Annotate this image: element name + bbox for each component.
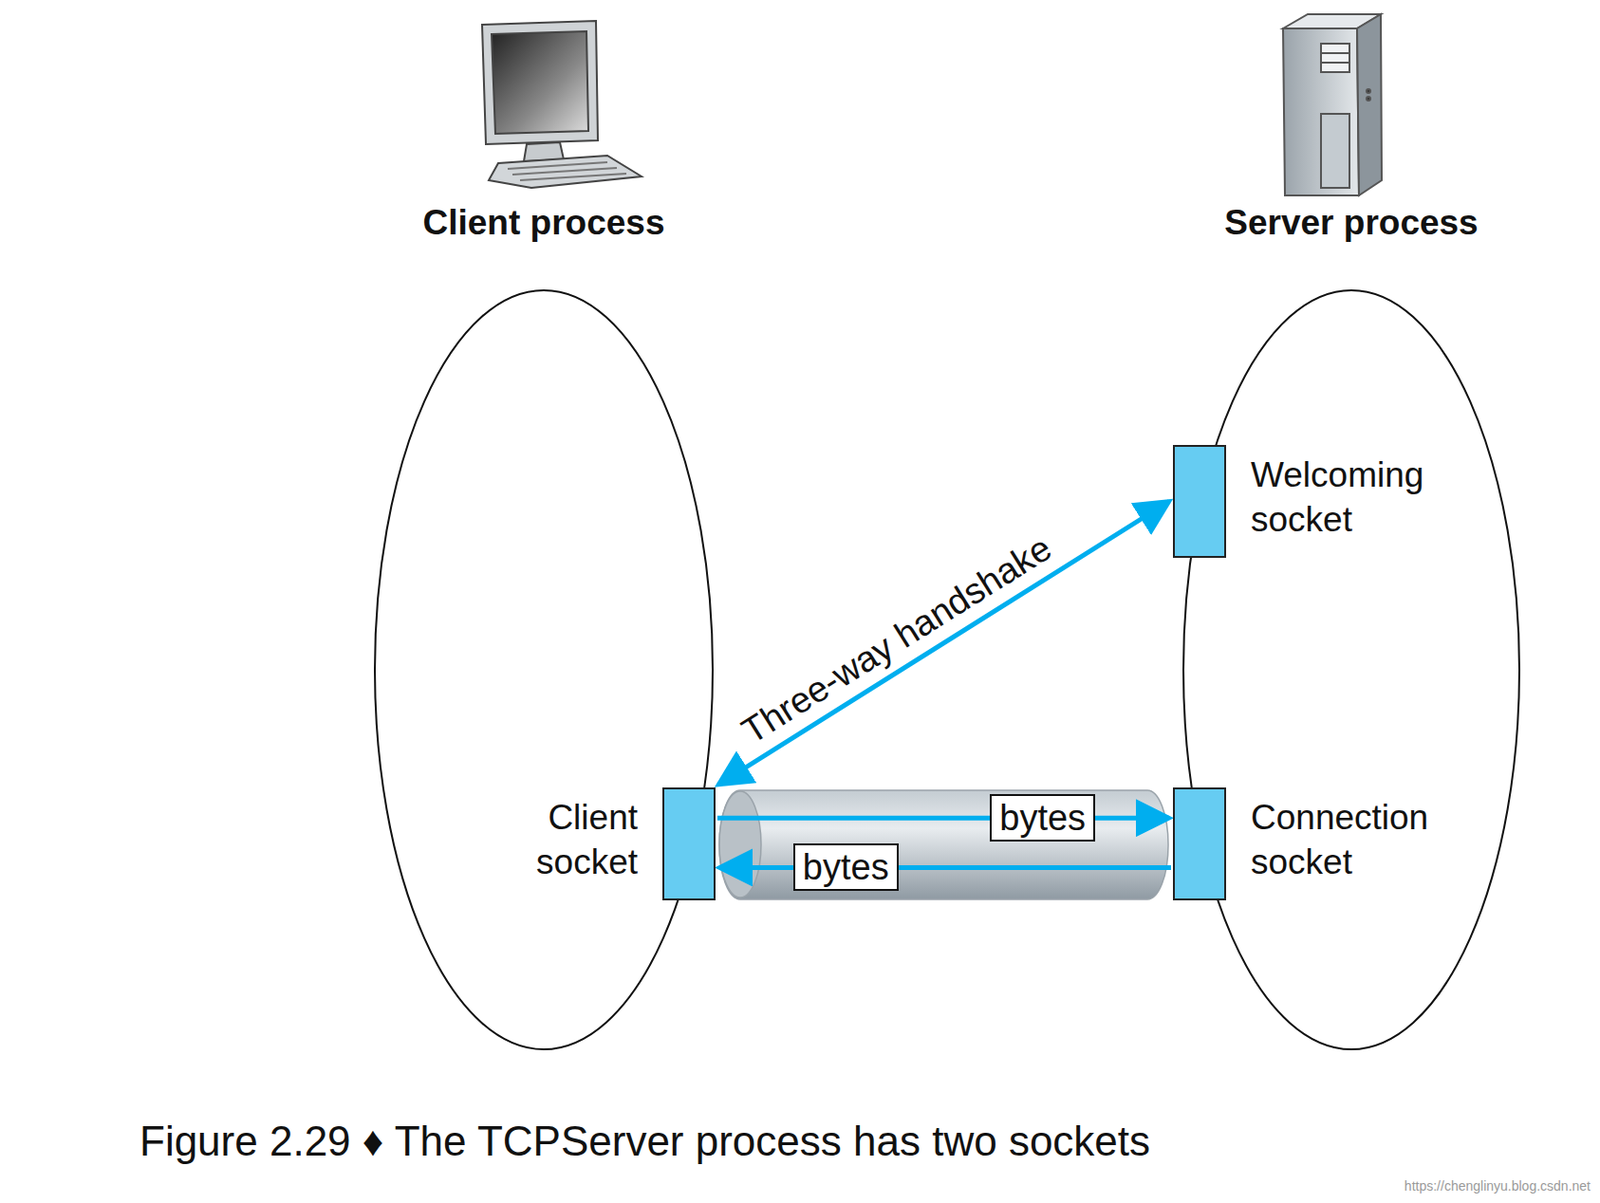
ellipse-outline [372, 288, 715, 1052]
process-ellipse: Client processClient socket [374, 290, 713, 1050]
socket-box: Connection socket [1172, 787, 1227, 901]
connector-arrow [718, 502, 1170, 786]
socket-label: Connection socket [1250, 795, 1479, 885]
watermark: https://chenglinyu.blog.csdn.net [1404, 1178, 1591, 1194]
socket-box: Welcoming socket [1172, 445, 1227, 559]
figure-caption: Figure 2.29 ♦ The TCPServer process has … [139, 1117, 1151, 1166]
socket-box: Client socket [662, 787, 716, 901]
process-heading: Client process [279, 203, 808, 243]
socket-label: Client socket [476, 795, 638, 885]
connection-pipe [719, 790, 1169, 900]
process-ellipse: Server processWelcoming socketConnection… [1183, 290, 1520, 1050]
bytes-label: bytes [989, 794, 1096, 842]
connector-arrow [719, 865, 1172, 871]
process-heading: Server process [1088, 203, 1600, 243]
socket-label: Welcoming socket [1250, 452, 1479, 542]
bytes-label: bytes [793, 843, 899, 892]
ellipse-outline [1181, 288, 1522, 1052]
computer-icon [482, 20, 642, 188]
connector-arrow [717, 816, 1170, 821]
server-icon [1283, 14, 1382, 196]
handshake-label: Three-way handshake [734, 527, 1059, 752]
